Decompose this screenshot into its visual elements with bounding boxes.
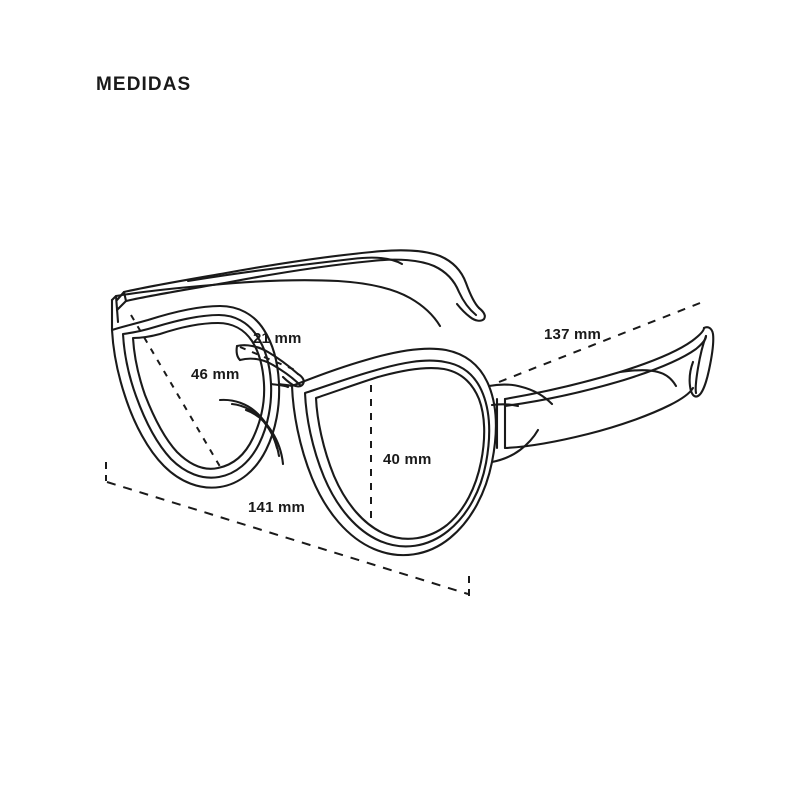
dimension-label-lens-diagonal: 46 mm xyxy=(191,366,240,383)
dimension-label-bridge: 21 mm xyxy=(253,330,302,347)
right-hinge-endpiece xyxy=(487,383,554,464)
dimension-line-total-width xyxy=(105,462,470,596)
frame-front-top-edge xyxy=(110,279,442,332)
dimension-line-temple xyxy=(498,302,701,383)
dimension-label-total-width: 141 mm xyxy=(248,499,306,516)
dimension-label-lens-height: 40 mm xyxy=(383,451,432,468)
dimension-line-bridge xyxy=(239,346,301,373)
dimension-line-lens-diagonal xyxy=(130,314,223,471)
left-lens-rim xyxy=(110,304,281,489)
frame-lower-edge xyxy=(269,382,294,389)
right-lens-rim xyxy=(290,347,497,557)
page-title: MEDIDAS xyxy=(96,74,192,95)
dimension-label-temple-length: 137 mm xyxy=(544,326,602,343)
left-temple-arm xyxy=(115,249,486,322)
right-temple-arm xyxy=(503,326,715,450)
